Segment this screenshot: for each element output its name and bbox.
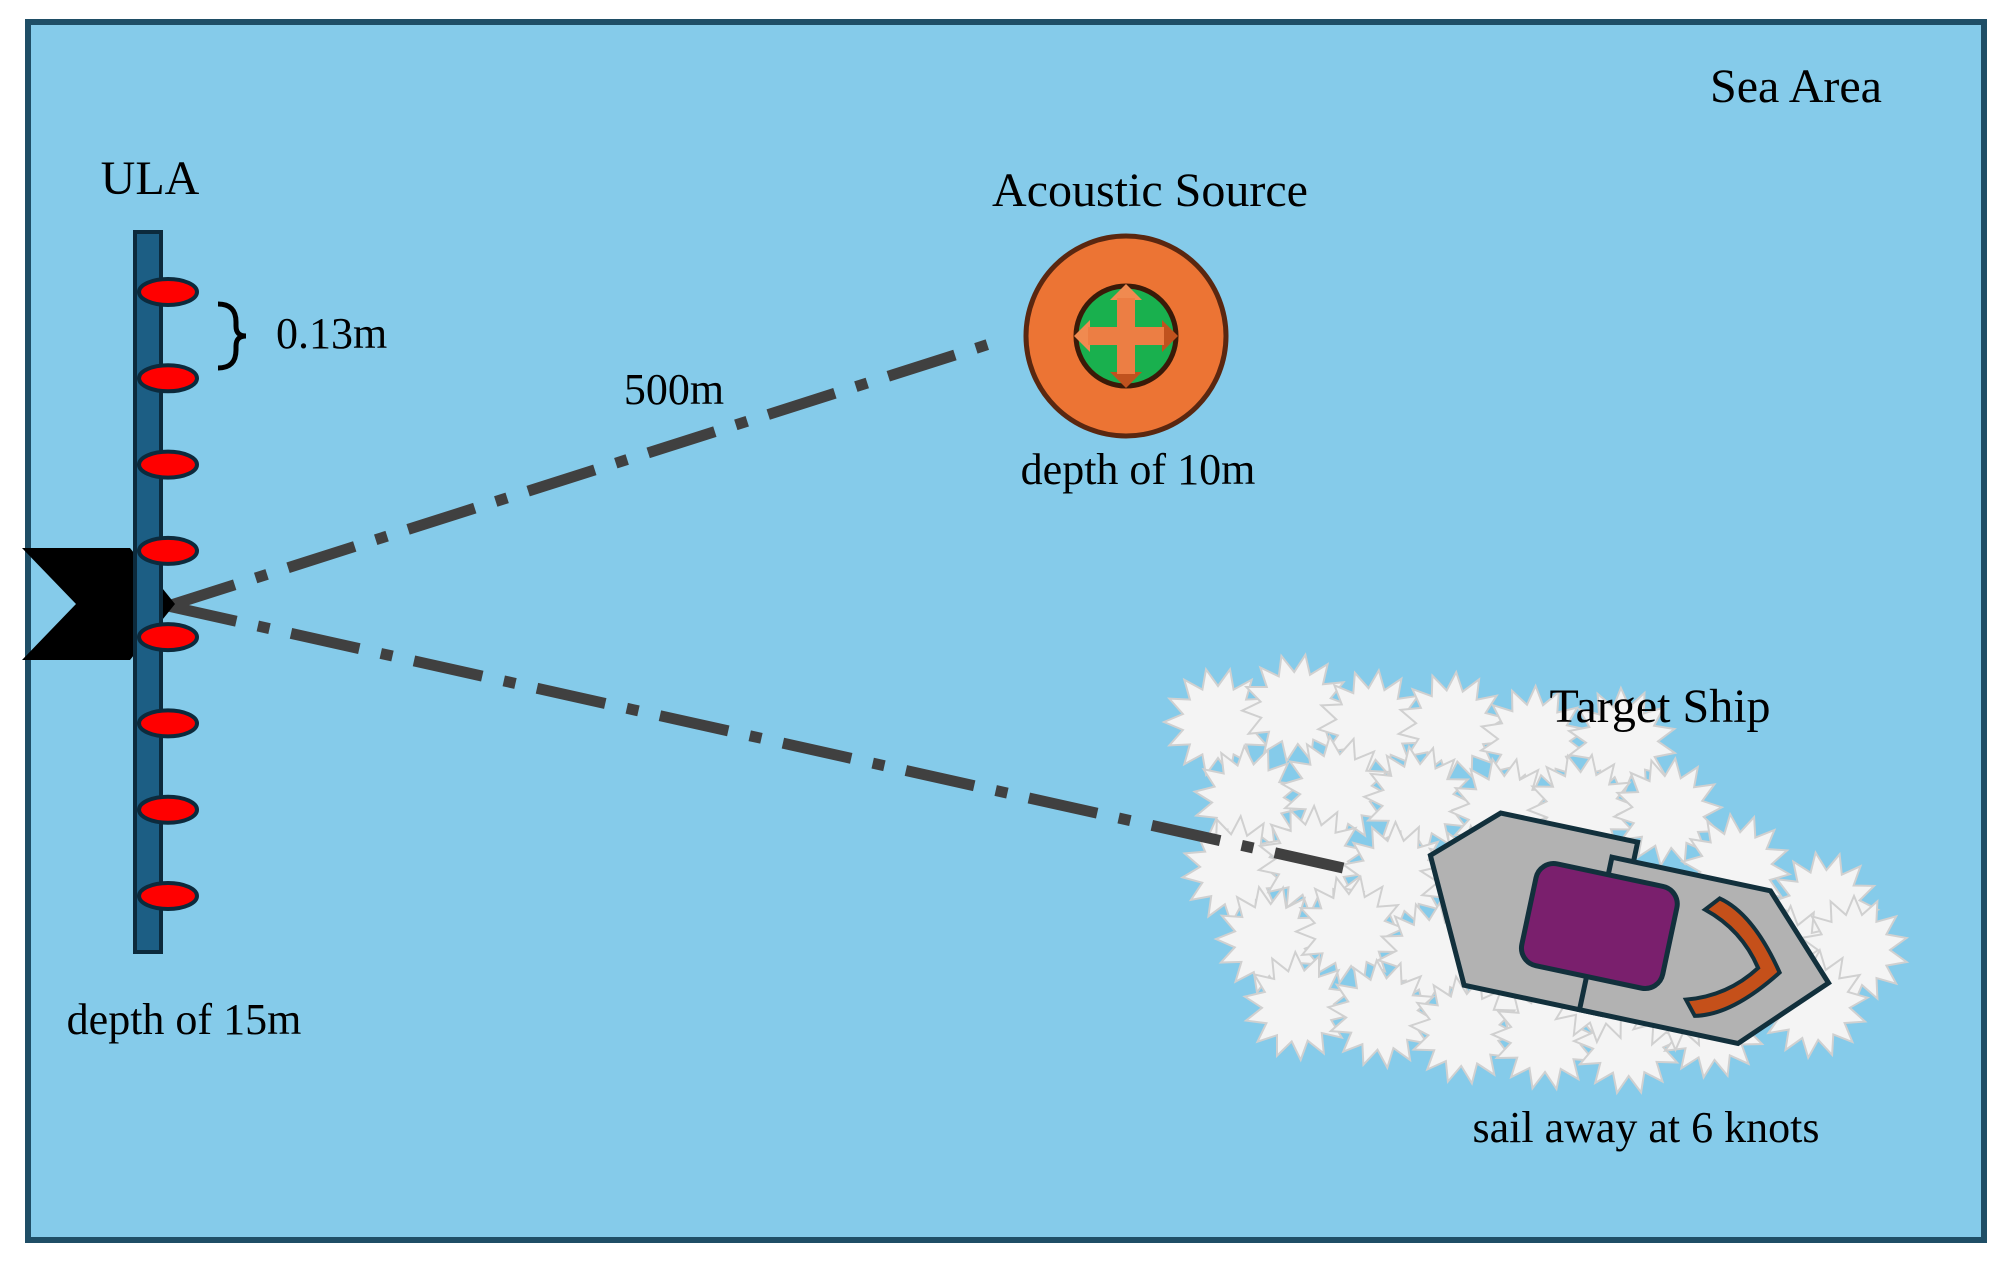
- hydrophone: [137, 535, 199, 566]
- target-ship: [1427, 810, 1832, 1047]
- distance-label: 500m: [624, 365, 724, 414]
- hydrophone: [137, 363, 199, 394]
- acoustic-source-label: Acoustic Source: [992, 164, 1308, 217]
- hydrophone: [137, 708, 199, 739]
- source-move-arrows-icon: [1074, 284, 1178, 388]
- spacing-label: 0.13m: [276, 309, 387, 358]
- wake-burst: [1239, 652, 1353, 764]
- ship-motion-label: sail away at 6 knots: [1472, 1103, 1819, 1152]
- hydrophone: [137, 277, 199, 307]
- ula-bar: [133, 230, 163, 954]
- path-to-source-line: [166, 334, 1004, 612]
- target-ship-label: Target Ship: [1549, 680, 1770, 733]
- sea-area-label: Sea Area: [1710, 60, 1882, 113]
- ship-cabin: [1518, 861, 1680, 992]
- hydrophone: [137, 622, 199, 653]
- ship-bow-panel: [1682, 896, 1783, 1018]
- wake-burst: [1407, 974, 1521, 1086]
- hydrophone: [137, 449, 199, 480]
- hydrophone: [137, 794, 199, 825]
- spacing-bracket: [217, 301, 247, 371]
- hydrophone: [137, 881, 199, 911]
- ula-depth-label: depth of 15m: [67, 995, 302, 1044]
- hydrophone-group: [137, 277, 199, 911]
- acoustic-source: [1023, 233, 1229, 439]
- path-to-ship-line: [166, 600, 1354, 876]
- ula-label: ULA: [101, 152, 200, 205]
- source-depth-label: depth of 10m: [1021, 445, 1256, 494]
